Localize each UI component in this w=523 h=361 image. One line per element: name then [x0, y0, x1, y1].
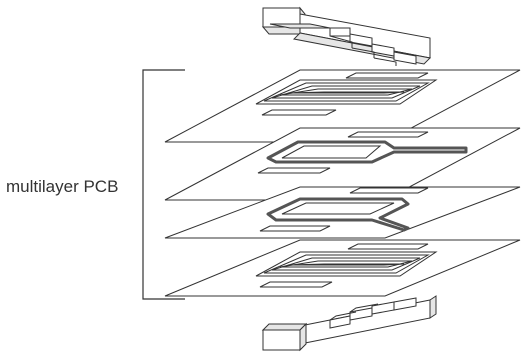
pcb-layer-2 [164, 127, 521, 201]
layer-1-pad-bottom [261, 109, 337, 116]
top-core [261, 6, 432, 66]
layer-2-loop-trace [266, 140, 468, 164]
multilayer-pcb-label: multilayer PCB [6, 177, 119, 196]
pcb-layer-1 [164, 69, 521, 143]
bottom-core [261, 295, 437, 352]
layer-4-pad-top [347, 243, 429, 250]
layer-2-pad-top [347, 131, 429, 138]
layer-1-pad-top [345, 72, 429, 79]
layer-3-pad-top [349, 187, 429, 194]
pcb-layer-3 [164, 186, 521, 239]
layer-3-loop-inner [281, 202, 395, 215]
layer-2-loop-inner [281, 145, 382, 159]
layer-1-coil-trace [255, 79, 438, 105]
layer-bracket [142, 69, 185, 300]
layer-3-board [164, 186, 521, 239]
layer-4-board [164, 239, 521, 297]
pcb-layer-4 [164, 239, 521, 297]
layer-3-pad-bottom [259, 225, 331, 232]
layer-2-pad-bottom [257, 167, 331, 174]
layer-3-loop-trace [266, 197, 410, 232]
layer-4-coil-trace [255, 251, 438, 277]
layer-4-pad-bottom [259, 281, 333, 288]
